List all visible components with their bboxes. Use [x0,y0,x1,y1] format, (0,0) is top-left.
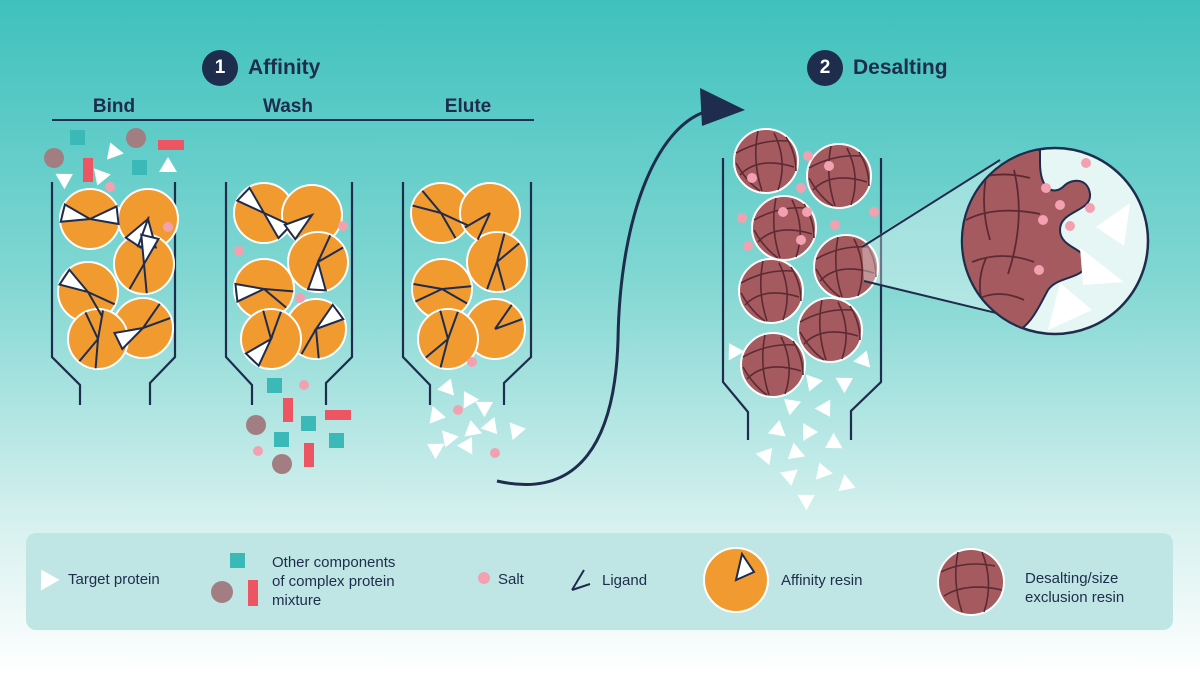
stage-divider [52,119,534,121]
elute-column [401,182,533,405]
elute-outflow-particles [422,375,528,460]
legend-salt-label: Salt [498,571,524,588]
affinity-step-title: 1 Affinity [202,50,320,86]
legend-ligand-label: Ligand [602,572,648,589]
desalting-column [721,128,883,511]
step-number-badge: 1 [202,50,238,86]
step-label: Desalting [853,56,948,79]
wash-column [224,182,354,405]
bind-label: Bind [92,96,136,117]
resin-zoom-callout [861,146,1150,336]
bind-column [50,182,179,405]
transfer-arrow [496,88,745,486]
legend-desalting-resin-label: Desalting/size exclusion resin [1025,569,1124,607]
legend-other-components-line-3: mixture [272,592,322,609]
legend-desalting-line-2: exclusion resin [1025,589,1125,606]
legend-other-components-line-2: of complex protein [272,573,395,590]
step-number-badge: 2 [807,50,843,86]
legend-desalting-line-1: Desalting/size [1025,570,1119,587]
legend-target-protein-label: Target protein [68,571,160,588]
desalting-step-title: 2 Desalting [807,50,948,86]
step-label: Affinity [248,56,321,79]
legend-other-components-label: Other components of complex protein mixt… [272,553,395,610]
elute-label: Elute [444,96,492,117]
wash-outflow-particles [246,378,351,474]
bind-mixture-particles [44,128,184,190]
legend-affinity-resin-label: Affinity resin [781,572,863,589]
legend-other-components-line-1: Other components [272,554,396,571]
wash-label: Wash [263,96,313,117]
